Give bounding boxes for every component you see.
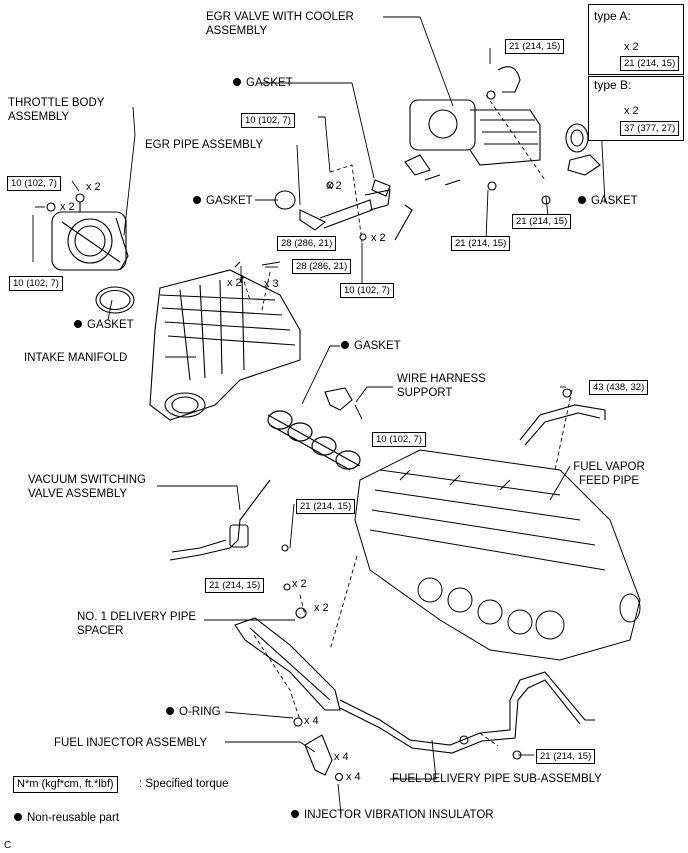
o-ring-text: O-RING <box>179 706 221 718</box>
qty-x4: x 4 <box>346 771 361 783</box>
gasket-label-4: GASKET <box>74 318 134 332</box>
figure-code: C <box>4 840 12 851</box>
gasket-text: GASKET <box>591 195 638 207</box>
torque-box: 21 (214, 15) <box>451 236 511 251</box>
non-reusable-dot-icon <box>166 707 174 715</box>
intake-manifold-label: INTAKE MANIFOLD <box>24 352 128 364</box>
egr-pipe-label: EGR PIPE ASSEMBLY <box>145 139 264 151</box>
gasket-label-2: GASKET <box>193 194 253 208</box>
o-ring-label: O-RING <box>166 705 221 719</box>
qty-x2: x 2 <box>624 105 639 117</box>
legend-non-reusable: Non-reusable part <box>14 811 119 825</box>
throttle-body-label: THROTTLE BODY ASSEMBLY <box>8 97 105 123</box>
torque-box: 21 (214, 15) <box>505 39 565 54</box>
legend-torque-unit: N*m (kgf*cm, ft.*lbf) <box>13 776 118 793</box>
qty-x4: x 4 <box>334 751 349 763</box>
torque-box: 10 (102, 7) <box>7 176 61 191</box>
type-a-title: type A: <box>594 9 631 23</box>
wire-harness-support-label: WIRE HARNESS SUPPORT <box>397 373 486 399</box>
torque-box: 28 (286, 21) <box>292 259 352 274</box>
type-b-panel: type B: x 2 37 (377, 27) <box>588 76 684 141</box>
torque-box: 10 (102, 7) <box>9 276 63 291</box>
qty-x3: x 3 <box>264 278 279 290</box>
fuel-delivery-pipe-label: FUEL DELIVERY PIPE SUB-ASSEMBLY <box>392 773 602 785</box>
egr-valve-label: EGR VALVE WITH COOLER ASSEMBLY <box>206 11 354 37</box>
non-reusable-dot-icon <box>341 341 349 349</box>
insulator-text: INJECTOR VIBRATION INSULATOR <box>304 809 494 821</box>
torque-box: 37 (377, 27) <box>620 121 680 136</box>
gasket-text: GASKET <box>87 319 134 331</box>
fuel-injector-label: FUEL INJECTOR ASSEMBLY <box>54 737 208 749</box>
gasket-text: GASKET <box>206 195 253 207</box>
qty-x2: x 2 <box>327 180 342 192</box>
torque-box: 10 (102, 7) <box>241 113 295 128</box>
non-reusable-dot-icon <box>74 320 82 328</box>
qty-x2: x 2 <box>60 201 75 213</box>
qty-x2: x 2 <box>314 602 329 614</box>
qty-x2: x 2 <box>292 578 307 590</box>
torque-box: 10 (102, 7) <box>340 283 394 298</box>
qty-x2: x 2 <box>371 232 386 244</box>
qty-x4: x 4 <box>304 715 319 727</box>
non-reusable-dot-icon <box>578 196 586 204</box>
torque-box: 21 (214, 15) <box>205 578 265 593</box>
qty-x2: x 2 <box>624 41 639 53</box>
torque-box: 21 (214, 15) <box>296 499 356 514</box>
vacuum-switching-valve-label: VACUUM SWITCHING VALVE ASSEMBLY <box>28 474 146 500</box>
non-reusable-dot-icon <box>14 813 22 821</box>
qty-x2: x 2 <box>227 277 242 289</box>
delivery-pipe-spacer-label: NO. 1 DELIVERY PIPE SPACER <box>77 611 197 637</box>
non-reusable-dot-icon <box>233 78 241 86</box>
torque-box: 21 (214, 15) <box>512 214 572 229</box>
torque-box: 10 (102, 7) <box>372 432 426 447</box>
qty-x2: x 2 <box>86 181 101 193</box>
legend-torque-desc: : Specified torque <box>139 778 229 790</box>
non-reusable-dot-icon <box>291 810 299 818</box>
torque-box: 43 (438, 32) <box>589 380 649 395</box>
torque-box: 21 (214, 15) <box>536 749 596 764</box>
injector-insulator-label: INJECTOR VIBRATION INSULATOR <box>291 808 494 822</box>
type-b-title: type B: <box>594 78 632 92</box>
type-a-panel: type A: x 2 21 (214, 15) <box>588 4 684 75</box>
non-reusable-dot-icon <box>193 196 201 204</box>
torque-box: 21 (214, 15) <box>620 56 680 71</box>
gasket-text: GASKET <box>246 77 293 89</box>
fuel-vapor-feed-pipe-label: FUEL VAPOR FEED PIPE <box>573 461 645 487</box>
gasket-label-1: GASKET <box>233 76 293 90</box>
gasket-label-5: GASKET <box>341 339 401 353</box>
gasket-label-3: GASKET <box>578 194 638 208</box>
gasket-text: GASKET <box>354 340 401 352</box>
torque-box: 28 (286, 21) <box>277 236 337 251</box>
legend-non-reusable-text: Non-reusable part <box>27 812 120 824</box>
